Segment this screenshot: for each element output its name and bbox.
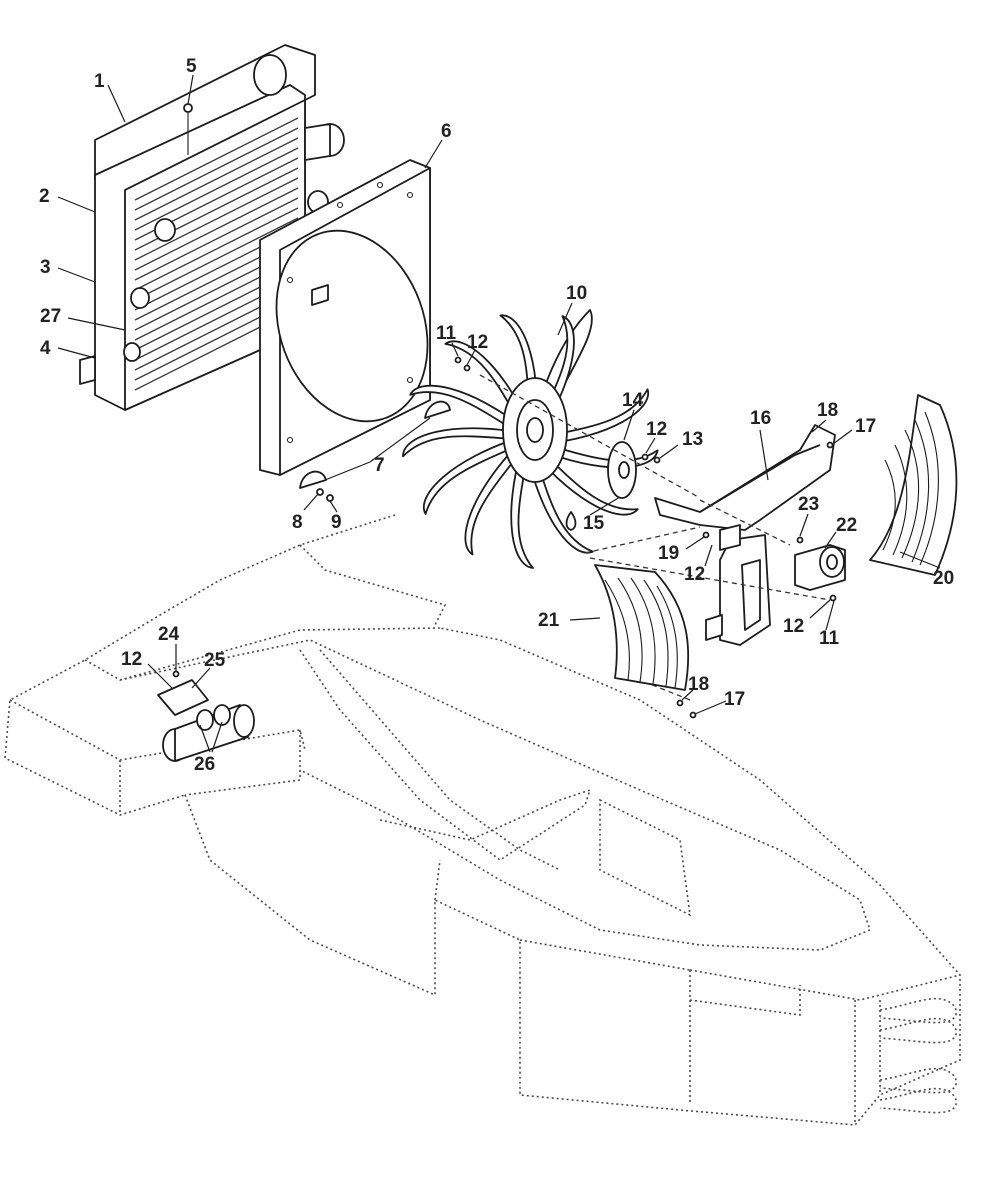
callout-12-pump: 12: [121, 649, 142, 670]
fan-guard-left: [594, 564, 697, 719]
machine-frame-outline: [4, 514, 961, 1126]
callout-labels: 1 5 2 3 27 4 6 7 8 9 10 11 12 14 12 13 1…: [39, 56, 954, 775]
callout-17-guard: 17: [724, 689, 745, 710]
hitch-loops: [879, 997, 958, 1114]
callout-12-hub: 12: [646, 419, 667, 440]
callout-18-guard: 18: [688, 674, 709, 695]
callout-3: 3: [40, 257, 51, 278]
pump-valve-assembly: [157, 670, 255, 762]
callout-22: 22: [836, 515, 857, 536]
callout-19: 19: [658, 543, 679, 564]
callout-12-fan: 12: [467, 332, 488, 353]
callout-16: 16: [750, 408, 771, 429]
callout-18-bracket: 18: [817, 400, 838, 421]
leader-lines: [57, 74, 941, 753]
callout-15: 15: [583, 513, 605, 534]
callout-13: 13: [682, 429, 703, 450]
motor-mount-bracket: [654, 424, 846, 646]
fan-shroud: [259, 159, 451, 502]
callout-26: 26: [194, 754, 215, 775]
callout-12-bracket: 12: [684, 564, 705, 585]
callout-12-motor: 12: [783, 616, 804, 637]
callout-8: 8: [292, 512, 303, 533]
callout-7: 7: [374, 455, 385, 476]
callout-24: 24: [158, 624, 180, 645]
cooling-fan: [402, 309, 661, 569]
callout-5: 5: [186, 56, 197, 77]
callout-10: 10: [566, 283, 587, 304]
callout-21: 21: [538, 610, 560, 631]
callout-9: 9: [331, 512, 342, 533]
callout-27: 27: [40, 306, 61, 327]
callout-25: 25: [204, 650, 226, 671]
alignment-guides: [479, 374, 831, 701]
callout-23: 23: [798, 494, 819, 515]
callout-1: 1: [94, 71, 105, 92]
callout-4: 4: [40, 338, 51, 359]
callout-6: 6: [441, 121, 452, 142]
callout-14: 14: [622, 390, 644, 411]
callout-11-motor: 11: [819, 628, 840, 649]
callout-11-fan: 11: [436, 323, 457, 344]
fan-guard-right: [869, 394, 958, 576]
callout-2: 2: [39, 186, 50, 207]
callout-20: 20: [933, 568, 954, 589]
callout-17-bracket: 17: [855, 416, 876, 437]
